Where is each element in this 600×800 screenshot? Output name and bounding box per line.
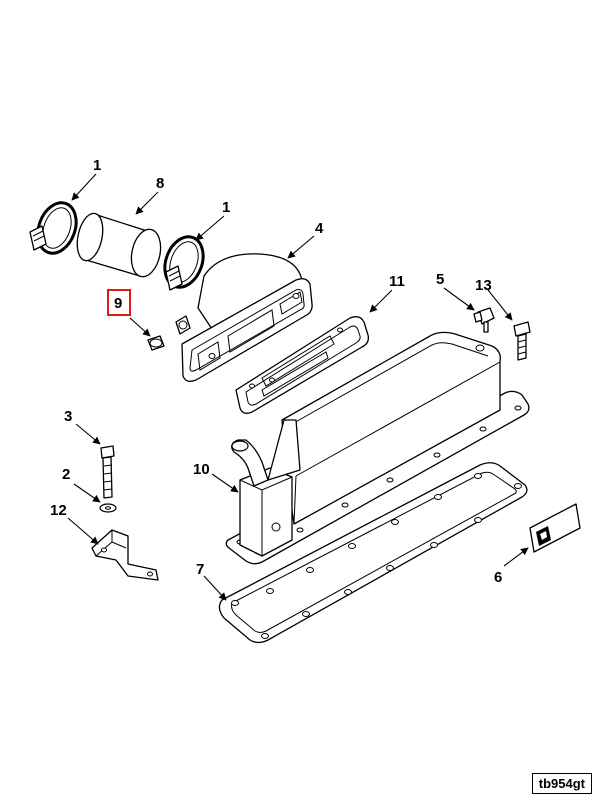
part-2-washer <box>99 503 117 513</box>
callout-4: 4 <box>315 220 324 237</box>
part-13-bolt <box>513 321 531 361</box>
callout-10: 10 <box>193 461 210 478</box>
callout-1-upper: 1 <box>93 157 101 174</box>
part-7-gasket <box>218 462 528 644</box>
part-8-hose <box>76 212 162 278</box>
callout-2: 2 <box>62 466 70 483</box>
callout-9-highlight <box>107 289 131 316</box>
part-1-clamp-lower <box>163 235 205 291</box>
callout-8: 8 <box>156 175 164 192</box>
callout-9: 9 <box>114 295 122 312</box>
part-1-clamp-upper <box>29 201 78 255</box>
callout-5: 5 <box>436 271 444 288</box>
part-9-plug <box>147 335 165 351</box>
part-5-fitting <box>473 307 495 333</box>
part-10-housing <box>225 331 530 565</box>
part-11-gasket <box>235 316 370 414</box>
callout-6: 6 <box>494 569 502 586</box>
callout-12: 12 <box>50 502 67 519</box>
part-6-label-plate <box>529 503 581 553</box>
part-3-bolt <box>100 445 115 499</box>
callout-7: 7 <box>196 561 204 578</box>
part-4-elbow-adapter <box>175 253 313 382</box>
reference-id-label: tb954gt <box>531 773 592 794</box>
callout-3: 3 <box>64 408 72 425</box>
callout-1-lower: 1 <box>222 199 230 216</box>
leader-lines <box>67 173 529 601</box>
part-12-bracket <box>91 529 159 581</box>
callout-13: 13 <box>475 277 492 294</box>
callout-numbers: 1 8 1 4 9 11 5 13 3 2 12 10 7 6 <box>50 157 502 586</box>
callout-11: 11 <box>389 273 405 290</box>
